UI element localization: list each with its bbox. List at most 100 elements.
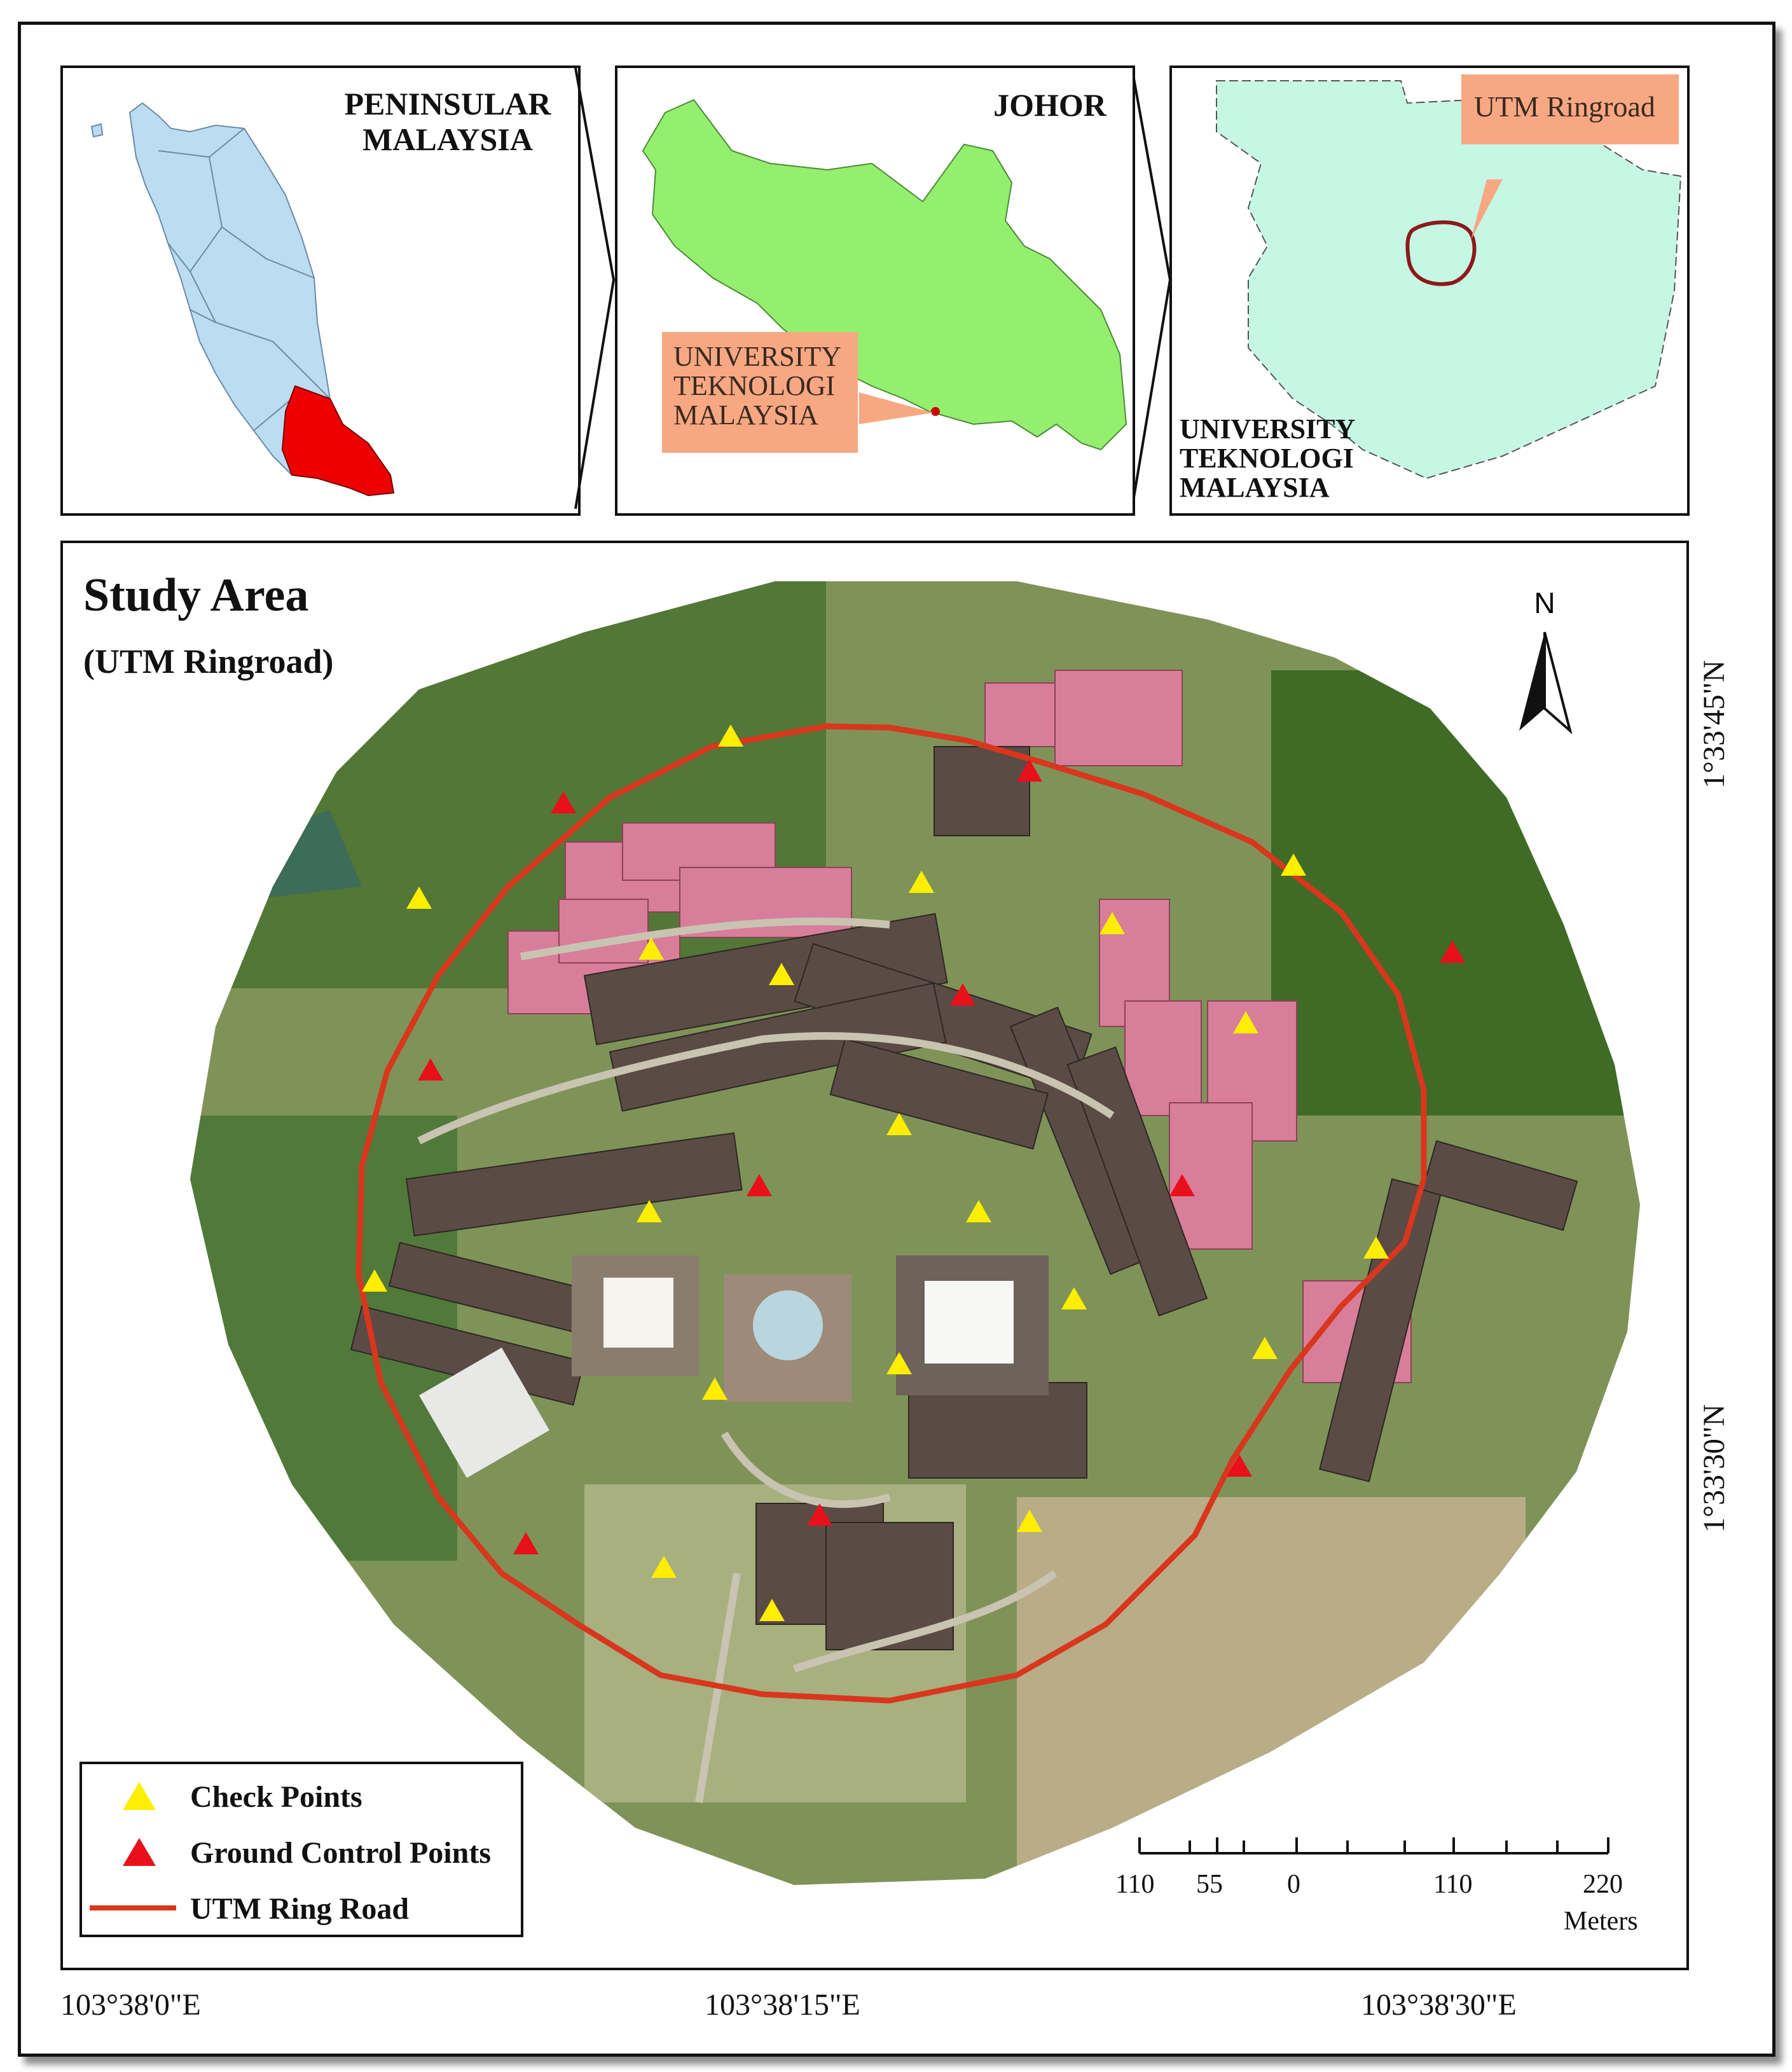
building: [558, 899, 649, 963]
label-line: MALAYSIA: [1180, 472, 1330, 503]
study-area-panel: N Study Area (UTM Ringroad) 110 55 0 110…: [60, 541, 1689, 1970]
check-point-marker: [651, 1556, 677, 1578]
study-area-subtitle: (UTM Ringroad): [83, 642, 334, 680]
legend-item-ground-control-points: Ground Control Points: [82, 1827, 521, 1877]
check-point-marker: [718, 724, 743, 747]
scale-label: 0: [1287, 1870, 1300, 1899]
johor-shape: [642, 99, 1127, 451]
check-point-marker: [362, 1269, 387, 1292]
yellow-triangle-icon: [123, 1782, 156, 1810]
utm-location-marker: [931, 407, 940, 416]
campus-label: UNIVERSITY TEKNOLOGI MALAYSIA: [1180, 415, 1355, 502]
latitude-label: 1°33'30"N: [1697, 1404, 1731, 1533]
building: [609, 982, 947, 1112]
utm-callout: UNIVERSITY TEKNOLOGI MALAYSIA: [662, 332, 858, 453]
inset-campus: UTM Ringroad UNIVERSITY TEKNOLOGI MALAYS…: [1169, 66, 1690, 516]
latitude-label: 1°33'45"N: [1697, 660, 1731, 789]
title-line: PENINSULAR: [344, 86, 551, 121]
ground-control-point-marker: [551, 791, 576, 813]
north-arrow-right: [1543, 632, 1573, 735]
map-legend: Check Points Ground Control Points UTM R…: [79, 1762, 523, 1937]
imagery-clip: [190, 581, 1640, 1885]
scale-label: 110: [1115, 1870, 1155, 1899]
building: [1054, 670, 1183, 766]
check-point-marker: [1363, 1236, 1389, 1259]
state-border-lines: [158, 128, 343, 431]
connector-arrow: [1131, 67, 1172, 509]
ground-control-point-marker: [747, 1174, 772, 1196]
white-roof: [419, 1348, 549, 1478]
johor-highlight: [281, 385, 395, 497]
ground-control-point-marker: [1169, 1174, 1195, 1196]
legend-item-ring-road: UTM Ring Road: [82, 1882, 521, 1933]
check-point-symbol: [123, 1782, 156, 1810]
dark-roof-buildings: [350, 746, 1578, 1650]
label-line: UNIVERSITY: [1180, 413, 1356, 445]
utm-ring-road: [355, 723, 1427, 1704]
callout-line: TEKNOLOGI: [673, 370, 836, 401]
building: [908, 1382, 1087, 1479]
check-point-marker: [966, 1200, 991, 1222]
inset-johor: JOHOR UNIVERSITY TEKNOLOGI MALAYSIA: [615, 66, 1135, 516]
ring-road-symbol: [90, 1905, 176, 1910]
check-point-marker: [909, 871, 934, 893]
ground-control-point-marker: [807, 1503, 832, 1526]
island-penang: [90, 123, 104, 138]
utm-ringroad-outline: [1405, 220, 1477, 286]
inset-title: PENINSULAR MALAYSIA: [324, 86, 572, 157]
road: [417, 1032, 1115, 1145]
road: [793, 1570, 1058, 1673]
gcp-symbol: [123, 1838, 156, 1866]
connector-arrow: [574, 67, 616, 509]
callout-line: UNIVERSITY: [673, 341, 841, 372]
building: [1066, 1046, 1208, 1316]
callout-pointer: [1471, 179, 1503, 240]
north-arrow: [1519, 632, 1573, 735]
scale-bar: [1138, 1837, 1609, 1854]
ground-control-point-marker: [950, 983, 975, 1005]
scale-label: 110: [1433, 1870, 1473, 1899]
check-point-marker: [769, 963, 794, 985]
ground-control-point-marker: [1017, 759, 1042, 782]
building: [583, 913, 948, 1046]
longitude-label: 103°38'30"E: [1361, 1988, 1517, 2022]
check-point-marker: [886, 1352, 912, 1374]
white-roof: [925, 1281, 1014, 1364]
longitude-label: 103°38'0"E: [60, 1988, 201, 2022]
ground-control-point-marker: [418, 1058, 443, 1081]
check-point-marker: [1252, 1337, 1278, 1359]
ground-control-point-marker: [513, 1532, 539, 1554]
playing-field: [1017, 1497, 1526, 1885]
ringroad-callout: UTM Ringroad: [1461, 74, 1679, 144]
check-point-marker: [637, 1200, 662, 1222]
check-point-marker: [702, 1378, 727, 1400]
inset-title: JOHOR: [993, 87, 1106, 123]
johor-map: [642, 99, 1127, 451]
building: [1124, 1000, 1202, 1116]
legend-item-check-points: Check Points: [82, 1771, 521, 1821]
north-arrow-left: [1519, 632, 1545, 731]
building: [1319, 1178, 1442, 1482]
label-line: TEKNOLOGI: [1180, 443, 1354, 474]
check-point-marker: [406, 887, 432, 909]
building: [829, 1038, 1049, 1150]
road: [720, 1431, 891, 1509]
title-line: MALAYSIA: [362, 121, 533, 157]
check-point-marker: [638, 937, 664, 960]
callout-line: MALAYSIA: [673, 399, 819, 431]
scale-label: 55: [1196, 1870, 1223, 1899]
legend-label: Ground Control Points: [190, 1836, 491, 1870]
ground-control-points-layer: [418, 759, 1465, 1554]
legend-label: Check Points: [190, 1780, 362, 1814]
peninsular-map: [90, 102, 395, 497]
building: [405, 1132, 743, 1237]
check-point-marker: [886, 1113, 912, 1135]
building: [934, 746, 1030, 836]
building: [1421, 1140, 1578, 1231]
ground-control-point-marker: [1227, 1454, 1252, 1477]
check-point-marker: [1061, 1287, 1087, 1309]
check-point-marker: [759, 1599, 785, 1621]
scale-unit: Meters: [1564, 1907, 1638, 1936]
check-point-marker: [1099, 912, 1125, 934]
road: [520, 917, 890, 960]
